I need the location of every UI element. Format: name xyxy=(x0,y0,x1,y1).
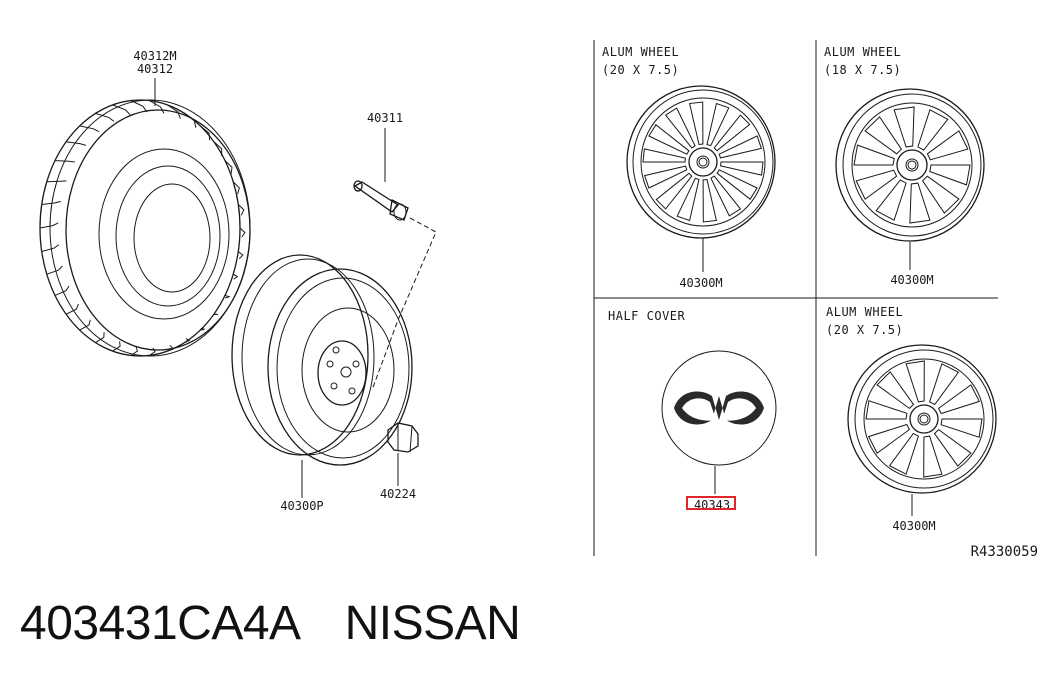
valve-illustration xyxy=(353,180,409,221)
panel-spec-alum-20-bottom: (20 X 7.5) xyxy=(826,323,903,337)
lug-nut-illustration xyxy=(387,422,419,453)
wheel-20-top-part-number: 40300M xyxy=(679,276,722,290)
alum-wheel-20-bottom-illustration xyxy=(847,344,997,494)
footer-title: 403431CA4A NISSAN xyxy=(20,596,521,651)
steel-wheel-illustration xyxy=(231,254,413,466)
valve-dashed-leader xyxy=(371,217,437,391)
half-cover-illustration xyxy=(661,350,777,466)
tire-illustration xyxy=(39,99,251,357)
steel-wheel-part-number: 40300P xyxy=(280,499,323,513)
tire-part-number-1: 40312M xyxy=(133,49,176,63)
panel-title-half-cover: HALF COVER xyxy=(608,309,686,323)
wheel-20-bottom-part-number: 40300M xyxy=(892,519,935,533)
alum-wheel-20-top-illustration xyxy=(626,85,776,239)
wheel-18-part-number: 40300M xyxy=(890,273,933,287)
part-highlight-box xyxy=(686,496,736,510)
alum-wheel-18-illustration xyxy=(835,88,985,242)
valve-part-number: 40311 xyxy=(367,111,403,125)
nut-part-number: 40224 xyxy=(380,487,416,501)
panel-title-alum-20-top: ALUM WHEEL xyxy=(602,45,679,59)
panel-title-alum-18: ALUM WHEEL xyxy=(824,45,901,59)
panel-spec-alum-20-top: (20 X 7.5) xyxy=(602,63,679,77)
panel-grid xyxy=(593,40,998,556)
tire-part-number-2: 40312 xyxy=(137,62,173,76)
part-number: 403431CA4A xyxy=(20,597,301,650)
panel-spec-alum-18: (18 X 7.5) xyxy=(824,63,901,77)
panel-title-alum-20-bottom: ALUM WHEEL xyxy=(826,305,903,319)
drawing-id: R4330059 xyxy=(971,544,1038,560)
infiniti-emblem-icon xyxy=(674,391,764,425)
brand-name: NISSAN xyxy=(344,597,521,650)
